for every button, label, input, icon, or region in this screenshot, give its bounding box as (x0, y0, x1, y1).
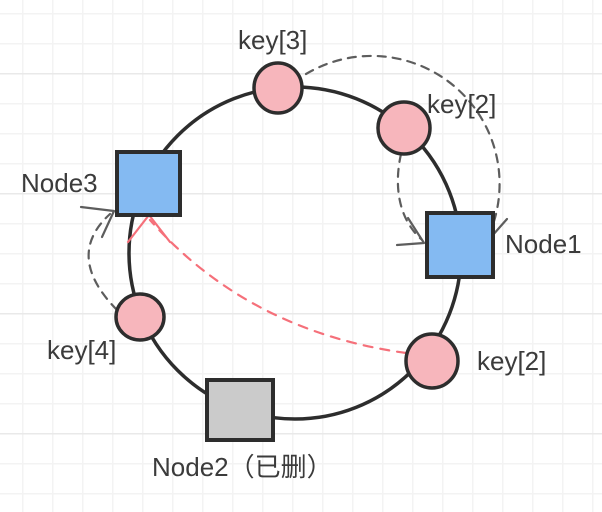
arrow-key3-to-node1 (304, 54, 501, 232)
key2-bottom-label: key[2] (477, 346, 546, 376)
key3-circle (252, 61, 304, 115)
key2-bottom-circle (404, 332, 460, 390)
node3-label: Node3 (21, 168, 98, 198)
arrow-key2top-to-node1 (396, 152, 423, 241)
key4-circle (114, 292, 166, 342)
arrow-key2bottom-to-node3 (148, 218, 408, 355)
node2-square (205, 378, 275, 442)
arrow-key4-to-node3 (87, 212, 119, 312)
arrowhead-key2top-to-node1 (395, 216, 426, 247)
node2-label: Node2（已删） (152, 452, 333, 482)
arrowhead-key4-to-node3 (79, 205, 116, 239)
node3-square (115, 150, 182, 217)
key2-top-label: key[2] (427, 89, 496, 119)
key3-label: key[3] (238, 25, 307, 55)
key4-label: key[4] (47, 335, 116, 365)
key2-top-circle (376, 100, 432, 156)
node1-square (425, 211, 495, 279)
arrowhead-key2bottom-to-node3 (126, 213, 172, 244)
node1-label: Node1 (505, 229, 582, 259)
